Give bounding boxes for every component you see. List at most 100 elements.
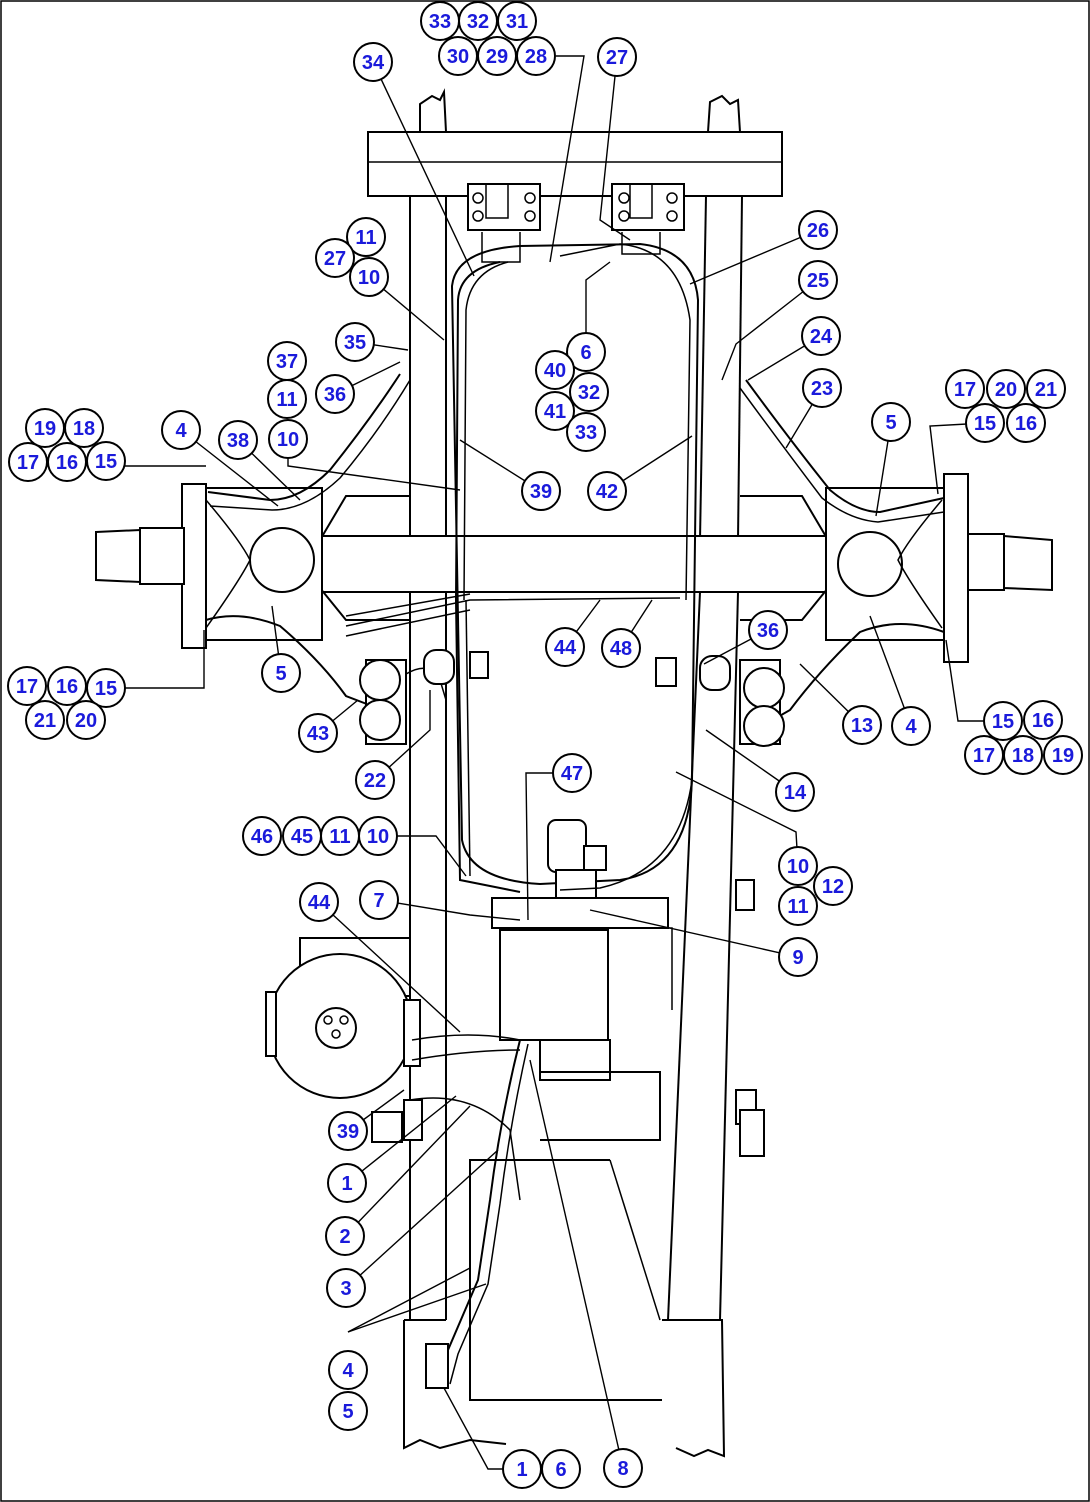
callout-bubble: 4 <box>891 706 931 746</box>
callout-bubble: 22 <box>355 760 395 800</box>
callout-bubble: 39 <box>328 1111 368 1151</box>
callout-circle <box>86 668 126 708</box>
callout-bubble: 13 <box>842 705 882 745</box>
callout-circle <box>1003 735 1043 775</box>
callout-circle <box>552 753 592 793</box>
callout-circle <box>566 332 606 372</box>
callout-bubble: 11 <box>267 379 307 419</box>
callout-label: 15 <box>95 451 117 473</box>
callout-label: 19 <box>34 418 56 440</box>
callout-bubble: 32 <box>569 372 609 412</box>
callout-label: 10 <box>787 856 809 878</box>
callout-bubble: 36 <box>315 374 355 414</box>
callout-circle <box>801 316 841 356</box>
callout-bubble: 4 <box>161 410 201 450</box>
callout-circle <box>601 628 641 668</box>
callout-label: 21 <box>34 710 56 732</box>
callout-circle <box>891 706 931 746</box>
callout-circle <box>86 441 126 481</box>
callout-label: 13 <box>851 715 873 737</box>
callout-bubble: 9 <box>778 937 818 977</box>
callout-label: 24 <box>810 326 833 348</box>
callout-bubble: 4 <box>328 1350 368 1390</box>
callout-circle <box>778 846 818 886</box>
callout-bubble: 44 <box>299 882 339 922</box>
callout-label: 6 <box>580 342 591 364</box>
callout-label: 4 <box>342 1360 354 1382</box>
callout-label: 30 <box>447 46 469 68</box>
callout-bubble: 5 <box>261 653 301 693</box>
callout-label: 27 <box>324 248 346 270</box>
callout-label: 11 <box>787 896 808 918</box>
callout-circle <box>569 372 609 412</box>
callout-bubble: 31 <box>497 1 537 41</box>
callout-bubble: 3 <box>326 1268 366 1308</box>
callout-circle <box>535 350 575 390</box>
callout-label: 42 <box>596 481 618 503</box>
callout-bubble: 48 <box>601 628 641 668</box>
callout-label: 11 <box>276 389 297 411</box>
callout-label: 36 <box>324 384 346 406</box>
callout-label: 7 <box>373 890 384 912</box>
callout-label: 45 <box>291 826 313 848</box>
callout-bubble: 29 <box>477 36 517 76</box>
callout-label: 37 <box>276 351 298 373</box>
callout-circle <box>587 471 627 511</box>
callout-bubble: 10 <box>268 419 308 459</box>
callout-circle <box>355 760 395 800</box>
callout-circle <box>268 419 308 459</box>
callout-bubble: 40 <box>535 350 575 390</box>
callout-bubble: 5 <box>328 1391 368 1431</box>
callout-bubble: 20 <box>66 700 106 740</box>
callout-bubble: 24 <box>801 316 841 356</box>
callout-circle <box>945 369 985 409</box>
callout-circle <box>778 886 818 926</box>
callout-label: 11 <box>329 826 350 848</box>
callout-circle <box>267 379 307 419</box>
callout-circle <box>349 257 389 297</box>
callout-label: 8 <box>617 1458 628 1480</box>
callout-bubble: 15 <box>965 403 1005 443</box>
callout-label: 17 <box>973 745 995 767</box>
callout-label: 22 <box>364 770 386 792</box>
callout-bubble: 17 <box>945 369 985 409</box>
callout-label: 9 <box>792 947 803 969</box>
callout-circle <box>358 816 398 856</box>
callout-bubble: 17 <box>964 735 1004 775</box>
callout-bubble: 43 <box>298 713 338 753</box>
callout-label: 16 <box>56 676 78 698</box>
callout-circle <box>603 1448 643 1488</box>
callout-bubble: 14 <box>775 772 815 812</box>
callout-label: 1 <box>516 1459 527 1481</box>
callout-label: 14 <box>784 782 807 804</box>
callout-bubble: 21 <box>1026 369 1066 409</box>
callout-bubble: 6 <box>566 332 606 372</box>
callout-label: 2 <box>339 1226 350 1248</box>
callout-bubble: 26 <box>798 210 838 250</box>
callout-circle <box>1043 735 1083 775</box>
callout-bubble: 21 <box>25 700 65 740</box>
callout-label: 15 <box>974 413 996 435</box>
callout-label: 27 <box>606 47 628 69</box>
callout-circle <box>326 1268 366 1308</box>
callout-bubble: 44 <box>545 627 585 667</box>
callout-bubble: 47 <box>552 753 592 793</box>
callout-label: 44 <box>308 892 331 914</box>
callout-circle <box>359 880 399 920</box>
callout-bubble: 19 <box>25 408 65 448</box>
callout-circle <box>535 391 575 431</box>
callout-bubble: 6 <box>541 1449 581 1489</box>
callout-circle <box>1026 369 1066 409</box>
callout-label: 26 <box>807 220 829 242</box>
callout-label: 48 <box>610 638 632 660</box>
callout-bubble: 25 <box>798 260 838 300</box>
callout-circle <box>47 442 87 482</box>
callout-bubble: 33 <box>420 1 460 41</box>
callout-circle <box>871 402 911 442</box>
callout-circle <box>346 217 386 257</box>
callout-bubble: 17 <box>8 442 48 482</box>
callout-circle <box>545 627 585 667</box>
